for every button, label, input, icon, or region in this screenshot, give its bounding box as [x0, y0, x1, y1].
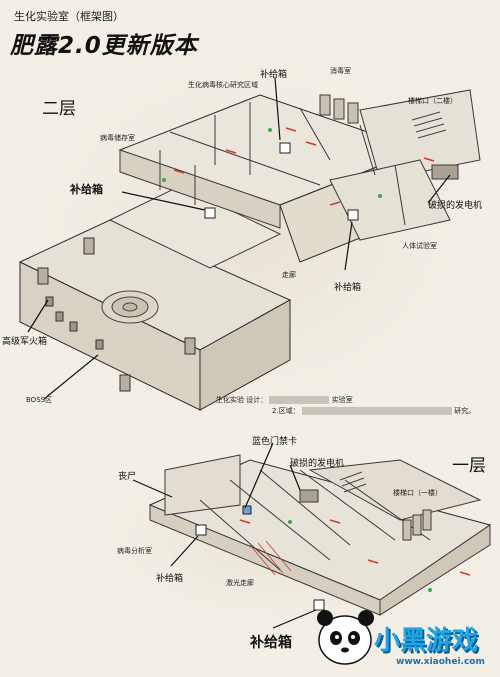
label-supply-b: 补给箱: [250, 635, 292, 651]
label-zombie: 丧尸: [118, 472, 137, 482]
legend-line-1-prefix: 生化实验: [216, 396, 244, 404]
legend-line-2-prefix: 2.区域：: [272, 407, 300, 415]
label-virus-analysis: 病毒分析室: [117, 547, 152, 555]
label-laser-corridor: 激光走廊: [226, 579, 254, 587]
markers-first: [288, 520, 432, 592]
first-floor-plan: [148, 454, 492, 616]
site-url: www.xiaohei.com: [396, 657, 485, 667]
label-boss-area: BOSS区: [26, 396, 53, 404]
legend-redaction: [269, 396, 330, 404]
panda-logo: [317, 610, 374, 665]
second-floor-plan: [18, 89, 481, 411]
label-human-lab: 人体试验室: [402, 242, 437, 250]
label-stairs-first: 楼梯口（一楼）: [393, 489, 442, 497]
route-arrows-second: [173, 127, 435, 206]
label-supply-mid: 补给箱: [334, 283, 362, 293]
legend-line-1: 生化实验 设计： 实验室: [216, 395, 353, 405]
leader-lines: [27, 77, 451, 629]
label-supply-left: 补给箱: [70, 183, 103, 196]
legend-line-1-suffix: 实验室: [331, 396, 353, 404]
label-heavy-arms-box: 高级军火箱: [2, 337, 48, 347]
legend-line-2-tail: 研究。: [454, 407, 476, 415]
floor-label-first: 一层: [452, 456, 486, 476]
map-subtitle: 生化实验室（框架图）: [14, 10, 124, 23]
legend-line-2: 2.区域： 研究。: [272, 406, 475, 416]
site-logo-text: 小黑游戏: [374, 626, 479, 656]
legend-redaction-2: [301, 407, 452, 415]
label-core-lab: 生化病毒核心研究区域: [188, 81, 258, 89]
label-blue-keycard: 蓝色门禁卡: [252, 437, 298, 447]
map-title: 肥露2.0更新版本: [10, 33, 198, 59]
floor-label-second: 二层: [42, 99, 76, 119]
label-broken-generator-first: 破损的发电机: [290, 459, 345, 469]
legend-line-1-designer: 设计：: [246, 396, 268, 404]
label-broken-generator-second: 破损的发电机: [428, 201, 483, 211]
label-virus-storage: 病毒储存室: [100, 134, 135, 142]
label-supply-a: 补给箱: [156, 574, 184, 584]
label-supply-top: 补给箱: [260, 70, 288, 80]
label-corridor: 走廊: [282, 271, 296, 279]
markers-second: [162, 128, 382, 198]
route-arrows-first: [239, 519, 471, 576]
label-stairs-second: 楼梯口（二楼）: [408, 97, 457, 105]
label-disinfect-room: 消毒室: [330, 67, 351, 75]
